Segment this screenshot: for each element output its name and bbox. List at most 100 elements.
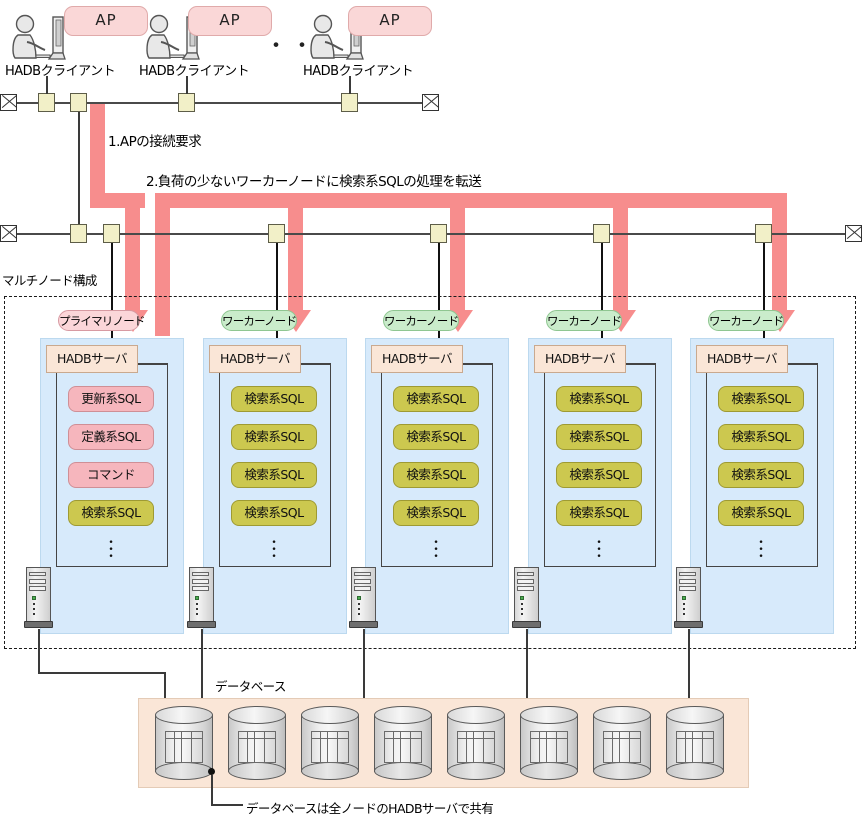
db-link-primary-horizontal [38,672,166,674]
tower-body [351,567,376,622]
sql-item-4-2: 検索系SQL [718,462,804,488]
node-type-pill-0: プライマリノード [58,310,145,331]
tower-base [349,621,378,628]
sql-more-dots-1: ••• [271,538,277,562]
tower-slot [354,572,371,576]
tower-slot [192,572,209,576]
client-label-1: HADBクライアント [5,64,116,79]
flow-arrow-1-vertical-lower [125,193,140,312]
cylinder-bottom [593,762,651,780]
sql-item-1-0: 検索系SQL [231,386,317,412]
sql-item-0-3: 検索系SQL [68,500,154,526]
sql-item-0-2: コマンド [68,462,154,488]
sql-item-4-3: 検索系SQL [718,500,804,526]
table-row-line [531,738,567,740]
flow-trunk-drop-primary [155,193,170,336]
bus-connector-client1 [38,93,55,112]
cylinder-bottom [520,762,578,780]
tower-power-led [32,596,36,600]
node-process-frame-0 [56,363,168,567]
flow-drop-worker-1 [288,193,303,312]
node-frame-top-right-3 [624,363,656,365]
bus-connector-client3 [341,93,358,112]
cylinder-table-glyph [165,731,203,763]
cylinder-bottom [228,762,286,780]
cylinder-table-glyph [603,731,641,763]
cylinder-top [155,706,213,724]
tower-dot [683,608,685,610]
table-col-line [393,732,395,762]
sql-more-dots-3: ••• [596,538,602,562]
multinode-section-label: マルチノード構成 [2,273,97,288]
ap-label: AP [95,11,117,29]
tower-dot [33,608,35,610]
flow-trunk-horizontal [155,193,787,208]
tower-slot [517,586,534,591]
db-link-worker-3 [526,629,528,698]
table-col-line [685,732,687,762]
tower-dot [683,613,685,615]
cylinder-table-glyph [676,731,714,763]
cylinder-table-glyph [238,731,276,763]
bus-terminator-right [422,94,439,111]
node-frame-top-right-4 [786,363,818,365]
tower-slot [192,586,209,591]
flow-step-1-label: 1.APの接続要求 [108,134,202,150]
sql-item-2-1: 検索系SQL [393,424,479,450]
flow-drop-worker-2 [450,193,465,312]
node-bus-terminator-right [845,225,862,242]
tower-slot [29,586,46,591]
sql-item-2-3: 検索系SQL [393,500,479,526]
node-drop-worker1 [276,243,278,338]
client-drop-1 [46,76,48,94]
hadb-server-box-3: HADBサーバ [534,345,626,373]
tower-body [26,567,51,622]
cylinder-top [520,706,578,724]
tower-dot [521,608,523,610]
table-col-line [619,732,621,762]
node-type-pill-2: ワーカーノード [383,310,459,331]
tower-base [512,621,541,628]
flow-drop-worker-4 [772,193,787,312]
client-drop-3 [349,76,351,94]
sql-more-dots-4: ••• [758,538,764,562]
tower-slot [517,572,534,576]
sql-item-2-2: 検索系SQL [393,462,479,488]
client-network-bus [14,102,428,104]
multinode-boundary [4,296,856,649]
node-process-frame-1 [219,363,331,567]
cylinder-bottom [155,762,213,780]
tower-dot [358,613,360,615]
table-row-line [604,738,640,740]
database-shared-caption: データベースは全ノードのHADBサーバで共有 [246,801,494,816]
node-drop-worker3 [601,243,603,338]
node-type-pill-1: ワーカーノード [221,310,297,331]
table-col-line [174,732,176,762]
server-tower-0 [24,567,53,629]
node-bus-connector-worker1 [268,224,285,243]
table-row-line [312,738,348,740]
node-bus-connector-worker3 [593,224,610,243]
server-tower-4 [674,567,703,629]
tower-slot [354,586,371,591]
db-link-primary-vertical-2 [164,672,166,698]
sql-item-3-3: 検索系SQL [556,500,642,526]
hadb-server-box-0: HADBサーバ [46,345,138,373]
database-callout-leader-vertical [211,775,213,805]
hadb-server-box-4: HADBサーバ [696,345,788,373]
database-cylinder-7 [666,706,724,780]
database-callout-leader-horizontal [211,804,243,806]
db-link-primary-vertical [38,629,40,673]
database-callout-dot [208,768,215,775]
db-link-worker-4 [688,629,690,698]
tower-power-led [682,596,686,600]
tower-slot [192,579,209,584]
tower-slot [354,579,371,584]
cylinder-top [228,706,286,724]
table-col-line [466,732,468,762]
node-bus-connector-primary [103,224,120,243]
database-cylinder-2 [301,706,359,780]
table-col-line [410,732,412,762]
ap-box-3: AP [348,6,432,36]
tower-dot [196,613,198,615]
